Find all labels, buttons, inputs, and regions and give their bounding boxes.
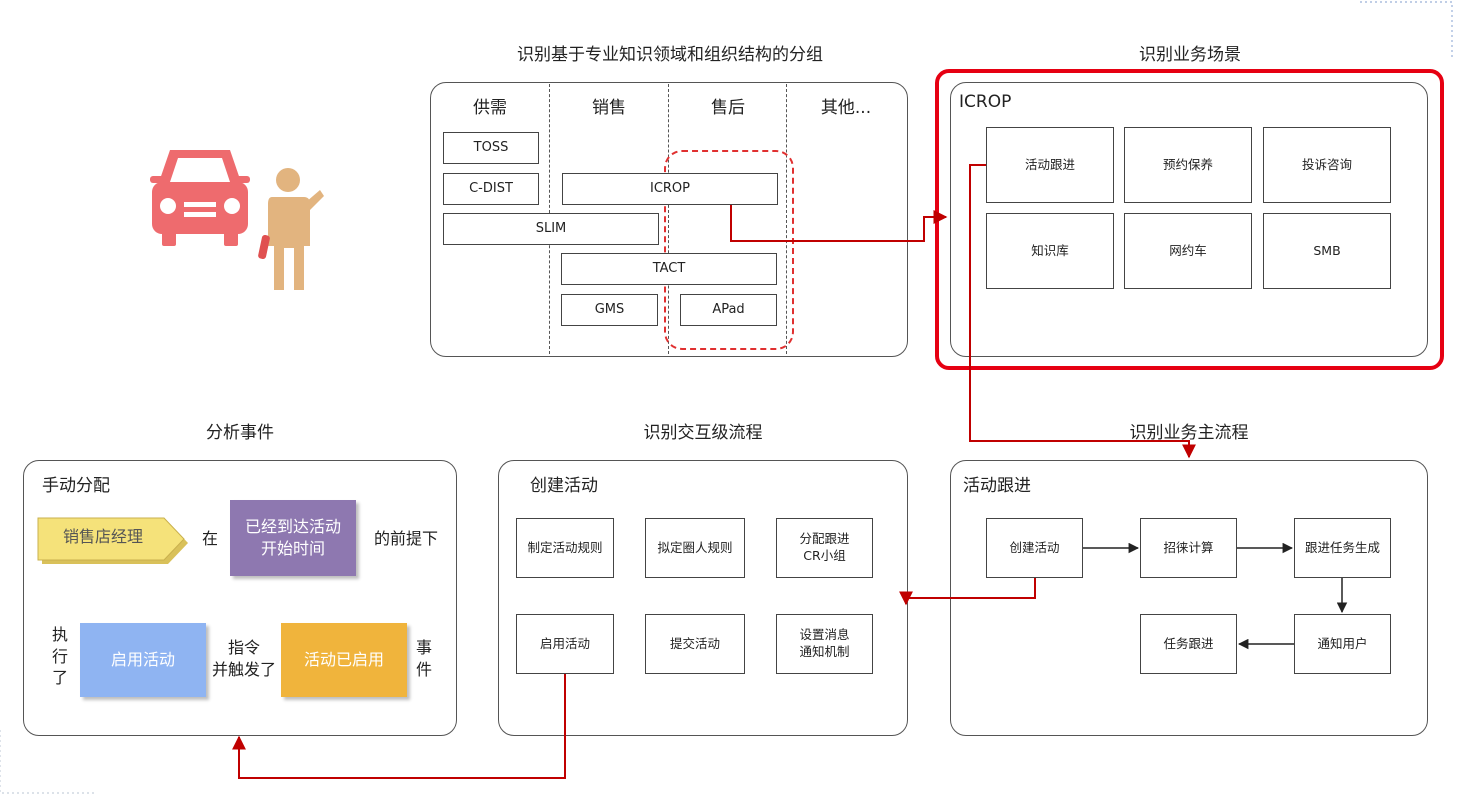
car-icon — [150, 150, 250, 246]
dotted-corner-top-right — [1360, 1, 1453, 60]
step-task-generation[interactable]: 跟进任务生成 — [1294, 518, 1391, 578]
system-toss[interactable]: TOSS — [443, 132, 539, 164]
car-with-person-illustration — [150, 150, 324, 290]
flow-define-rules[interactable]: 制定活动规则 — [516, 518, 614, 578]
column-sales: 销售 — [592, 98, 626, 118]
scenarios-panel-label: ICROP — [959, 92, 1012, 112]
step-recruit-calc[interactable]: 招徕计算 — [1140, 518, 1237, 578]
scenario-knowledge-base[interactable]: 知识库 — [986, 213, 1114, 289]
in-word: 在 — [201, 529, 218, 548]
after-sales-dashed-group — [664, 150, 794, 350]
interaction-title: 识别交互级流程 — [643, 423, 763, 443]
column-supply: 供需 — [473, 98, 507, 118]
column-other: 其他... — [820, 98, 872, 118]
role-label: 销售店经理 — [62, 527, 143, 546]
flow-targeting-rules[interactable]: 拟定圈人规则 — [645, 518, 745, 578]
scenario-smb[interactable]: SMB — [1263, 213, 1391, 289]
main-flow-title: 识别业务主流程 — [1129, 423, 1249, 443]
flow-submit-activity[interactable]: 提交活动 — [645, 614, 745, 674]
executed-word: 执 行 了 — [51, 625, 68, 688]
grouping-title: 识别基于专业知识领域和组织结构的分组 — [517, 45, 823, 65]
scenario-complaint-consult[interactable]: 投诉咨询 — [1263, 127, 1391, 203]
interaction-panel — [498, 460, 908, 736]
triggered-word: 指令 并触发了 — [211, 638, 276, 680]
system-slim[interactable]: SLIM — [443, 213, 659, 245]
step-create-activity[interactable]: 创建活动 — [986, 518, 1083, 578]
column-divider — [668, 84, 669, 354]
system-cdist[interactable]: C-DIST — [443, 173, 539, 205]
step-notify-user[interactable]: 通知用户 — [1294, 614, 1391, 674]
events-panel-label: 手动分配 — [42, 476, 110, 496]
scenarios-title: 识别业务场景 — [1139, 45, 1241, 65]
event-word: 事 件 — [415, 638, 432, 679]
premise-word: 的前提下 — [373, 529, 438, 548]
system-tact[interactable]: TACT — [561, 253, 777, 285]
system-apad[interactable]: APad — [680, 294, 777, 326]
events-title: 分析事件 — [206, 423, 274, 443]
main-flow-panel — [950, 460, 1428, 736]
command-card: 启用活动 — [80, 623, 206, 697]
flow-notification-setup[interactable]: 设置消息 通知机制 — [776, 614, 873, 674]
condition-card: 已经到达活动 开始时间 — [230, 500, 356, 576]
role-pentagon — [37, 517, 188, 564]
event-card: 活动已启用 — [281, 623, 407, 697]
dotted-corner-bottom-left — [0, 730, 95, 794]
scenario-activity-followup[interactable]: 活动跟进 — [986, 127, 1114, 203]
scenario-maintenance-booking[interactable]: 预约保养 — [1124, 127, 1252, 203]
system-gms[interactable]: GMS — [561, 294, 658, 326]
column-after-sales: 售后 — [711, 98, 745, 118]
flow-assign-cr-group[interactable]: 分配跟进 CR小组 — [776, 518, 873, 578]
main-flow-panel-label: 活动跟进 — [963, 476, 1031, 496]
system-icrop[interactable]: ICROP — [562, 173, 778, 205]
interaction-panel-label: 创建活动 — [530, 476, 598, 496]
step-task-followup[interactable]: 任务跟进 — [1140, 614, 1237, 674]
scenario-ride-hailing[interactable]: 网约车 — [1124, 213, 1252, 289]
flow-enable-activity[interactable]: 启用活动 — [516, 614, 614, 674]
person-icon — [258, 168, 324, 290]
